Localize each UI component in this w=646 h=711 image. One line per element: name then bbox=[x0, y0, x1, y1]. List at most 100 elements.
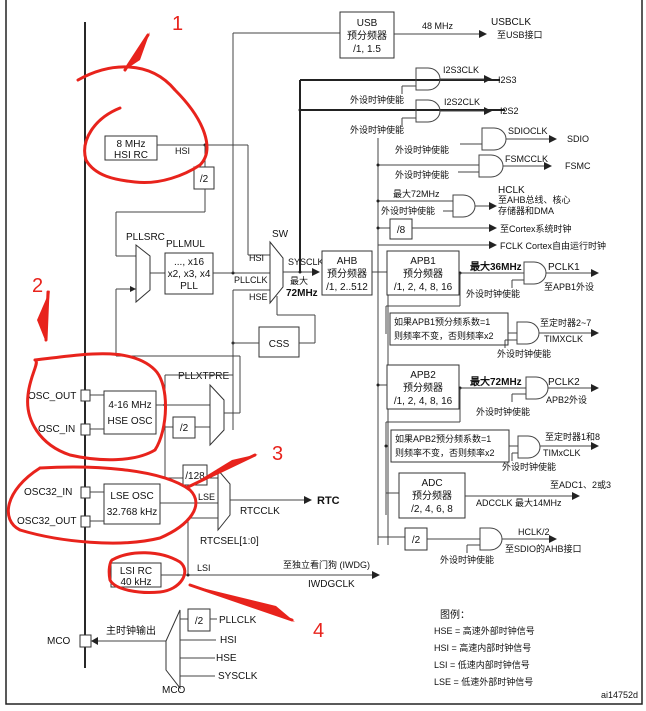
annotation-3: 3 bbox=[272, 443, 283, 465]
svg-text:如果APB2预分频系数=1: 如果APB2预分频系数=1 bbox=[395, 433, 491, 444]
osc32-out-pin bbox=[80, 515, 91, 528]
legend-item: LSI = 低速内部时钟信号 bbox=[434, 659, 530, 670]
mco-in-hsi: HSI bbox=[220, 635, 237, 646]
hsi-div2-label: /2 bbox=[200, 174, 209, 185]
hsi-name: HSI RC bbox=[114, 150, 148, 161]
svg-text:ADC: ADC bbox=[421, 478, 442, 489]
apb2-dest-label: APB2外设 bbox=[546, 394, 587, 405]
mco-pin-label: MCO bbox=[47, 636, 71, 647]
mco-in-sysclk: SYSCLK bbox=[218, 671, 258, 682]
legend-item: HSI = 高速内部时钟信号 bbox=[434, 642, 531, 653]
adc-prescaler bbox=[398, 472, 466, 519]
hsi-signal-label: HSI bbox=[175, 146, 190, 156]
osc-out-label: OSC_OUT bbox=[28, 391, 76, 402]
svg-text:预分频器: 预分频器 bbox=[403, 381, 443, 394]
tim1x-enable-label: 外设时钟使能 bbox=[497, 348, 551, 359]
svg-text:/1, 2, 4, 8, 16: /1, 2, 4, 8, 16 bbox=[394, 282, 453, 293]
sdio-label: SDIO bbox=[567, 134, 589, 144]
svg-text:4-16 MHz: 4-16 MHz bbox=[108, 400, 151, 411]
iwdgclk-label: IWDGCLK bbox=[308, 579, 355, 590]
pclk2-label: PCLK2 bbox=[548, 377, 580, 388]
i2s3-label: I2S3 bbox=[498, 75, 517, 85]
apb2-max-label: 最大72MHz bbox=[470, 375, 522, 388]
sdio-ahb-enable-label: 外设时钟使能 bbox=[440, 554, 494, 565]
svg-text:预分频器: 预分频器 bbox=[412, 489, 452, 502]
fclk-label: FCLK Cortex自由运行时钟 bbox=[500, 240, 606, 251]
sysclk-max-freq: 72MHz bbox=[286, 288, 318, 299]
pclk1-label: PCLK1 bbox=[548, 262, 580, 273]
adcclk-label: ADCCLK 最大14MHz bbox=[476, 497, 562, 508]
svg-text:则频率不变，否则频率x2: 则频率不变，否则频率x2 bbox=[394, 330, 494, 341]
rtcsel-label: RTCSEL[1:0] bbox=[200, 536, 259, 547]
pllmul-label: PLLMUL bbox=[166, 239, 205, 250]
legend-item: LSE = 低速外部时钟信号 bbox=[434, 676, 533, 687]
sw-in-hse: HSE bbox=[249, 292, 268, 302]
mco-mux bbox=[165, 609, 181, 690]
css-label: CSS bbox=[269, 339, 290, 350]
svg-text:APB1: APB1 bbox=[410, 256, 436, 267]
mco-in-pllclk: PLLCLK bbox=[219, 615, 257, 626]
sdioclk-label: SDIOCLK bbox=[508, 126, 548, 136]
svg-text:LSE OSC: LSE OSC bbox=[110, 491, 153, 502]
annotation-4: 4 bbox=[313, 620, 324, 642]
usbclk-label: USBCLK bbox=[491, 17, 531, 28]
adc-dest-label: 至ADC1、2或3 bbox=[550, 479, 611, 490]
apb1-max-label: 最大36MHz bbox=[470, 260, 522, 273]
mco-div2-box bbox=[187, 608, 211, 632]
svg-text:x2, x3, x4: x2, x3, x4 bbox=[168, 269, 211, 280]
osc-out-pin bbox=[80, 389, 91, 402]
ahb-prescaler bbox=[321, 250, 373, 296]
svg-text:如果APB1预分频系数=1: 如果APB1预分频系数=1 bbox=[394, 316, 490, 327]
css-block bbox=[258, 326, 300, 358]
svg-text:/2, 4, 6, 8: /2, 4, 6, 8 bbox=[411, 504, 453, 515]
tim2x-dest-label: 至定时器1和8 bbox=[545, 431, 600, 442]
usb-prescaler bbox=[339, 11, 395, 59]
legend-item: HSE = 高速外部时钟信号 bbox=[434, 625, 535, 636]
apb2-prescaler bbox=[386, 364, 460, 410]
legend-title: 图例： bbox=[440, 608, 470, 621]
mco-sel-label: MCO bbox=[162, 685, 186, 696]
tim1x-dest-label: 至定时器2~7 bbox=[540, 317, 591, 328]
annotation-2: 2 bbox=[32, 275, 43, 297]
ahb-div2-label: /2 bbox=[412, 535, 421, 546]
sw-mux bbox=[269, 240, 284, 305]
hclk-max-label: 最大72MHz bbox=[393, 188, 440, 199]
hse-div2-label: /2 bbox=[180, 423, 189, 434]
div8-box bbox=[389, 218, 413, 240]
svg-text:..., x16: ..., x16 bbox=[174, 257, 204, 268]
lsi-signal-label: LSI bbox=[197, 563, 211, 573]
annotation-1: 1 bbox=[172, 13, 183, 35]
osc-in-label: OSC_IN bbox=[38, 424, 75, 435]
hclk-div2-label: HCLK/2 bbox=[518, 527, 550, 537]
svg-text:预分频器: 预分频器 bbox=[403, 267, 443, 280]
fsmc-enable-label: 外设时钟使能 bbox=[395, 169, 449, 180]
svg-text:32.768 kHz: 32.768 kHz bbox=[107, 507, 158, 518]
fsmc-label: FSMC bbox=[565, 161, 591, 171]
svg-text:/1, 1.5: /1, 1.5 bbox=[353, 44, 381, 55]
svg-text:AHB: AHB bbox=[337, 256, 358, 267]
figure-id: ai14752d bbox=[601, 690, 638, 700]
usb-freq-label: 48 MHz bbox=[422, 21, 454, 31]
mco-output-label: 主时钟输出 bbox=[106, 624, 156, 637]
tim2x-enable-label: 外设时钟使能 bbox=[502, 461, 556, 472]
rtcclk-label: RTCCLK bbox=[240, 506, 280, 517]
mco-pin bbox=[79, 634, 92, 648]
svg-text:预分频器: 预分频器 bbox=[327, 267, 367, 280]
osc32-out-label: OSC32_OUT bbox=[17, 516, 76, 527]
i2s2-enable-label: 外设时钟使能 bbox=[350, 124, 404, 135]
svg-text:/1, 2, 4, 8, 16: /1, 2, 4, 8, 16 bbox=[394, 396, 453, 407]
osc32-in-label: OSC32_IN bbox=[24, 487, 72, 498]
hclk-dest2-label: 存储器和DMA bbox=[498, 205, 554, 216]
fsmcclk-label: FSMCCLK bbox=[505, 154, 548, 164]
lse-signal-label: LSE bbox=[198, 492, 215, 502]
lse-osc-block: LSE OSC 32.768 kHz bbox=[103, 483, 161, 525]
timxclk1-label: TIMXCLK bbox=[544, 334, 583, 344]
iwdg-dest-label: 至独立看门狗 (IWDG) bbox=[283, 559, 370, 570]
pllxtpre-label: PLLXTPRE bbox=[178, 371, 229, 382]
osc-in-pin bbox=[80, 423, 91, 436]
tim1x-multiplier bbox=[389, 312, 509, 346]
tim2x-multiplier bbox=[390, 429, 510, 463]
pllclk-label: PLLCLK bbox=[234, 275, 268, 285]
div128-label: /128 bbox=[185, 471, 205, 482]
